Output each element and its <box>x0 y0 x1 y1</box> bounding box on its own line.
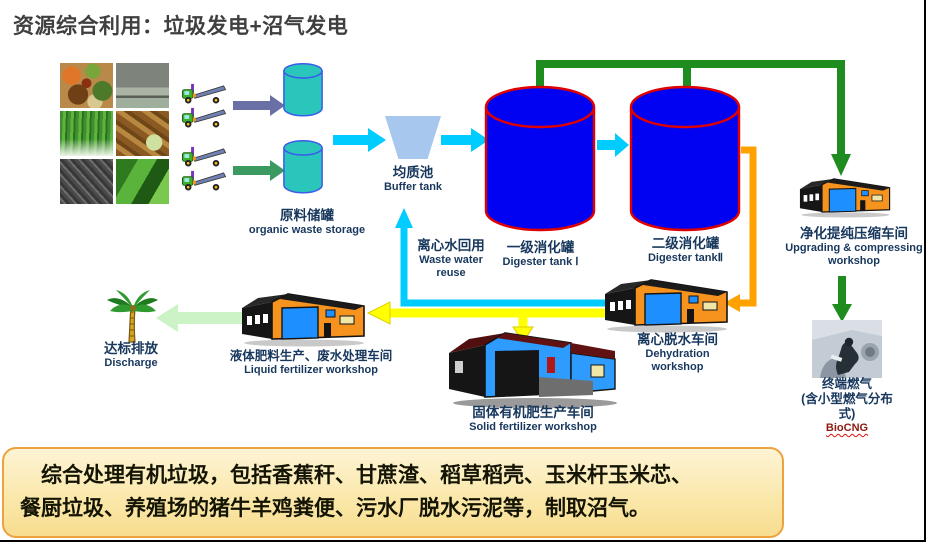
digester2-label: 二级消化罐 Digester tankⅡ <box>647 236 724 265</box>
dehydration-workshop-label: 离心脱水车间 Dehydration workshop <box>637 332 718 374</box>
dehydration-workshop-icon <box>605 279 728 333</box>
biocng-arrow <box>832 276 852 322</box>
summary-note-box: 综合处理有机垃圾，包括香蕉秆、甘蔗渣、稻草稻壳、玉米杆玉米芯、 餐厨垃圾、养殖场… <box>2 447 784 538</box>
food-waste-photo <box>60 63 113 108</box>
sludge-photo <box>60 159 113 204</box>
storage-tank-bottom <box>283 139 323 194</box>
truck-icon <box>181 170 227 191</box>
truck-icon <box>181 83 227 104</box>
banana-plant-photo <box>116 159 169 204</box>
page-title: 资源综合利用：垃圾发电+沼气发电 <box>13 15 349 38</box>
digester-tank-2-shape <box>629 85 741 232</box>
cng-fueling-photo <box>812 320 882 378</box>
digester1-to-digester2-arrow <box>597 133 629 157</box>
note-line-1: 综合处理有机垃圾，包括香蕉秆、甘蔗渣、稻草稻壳、玉米杆玉米芯、 <box>20 463 692 487</box>
truck-icon <box>181 146 227 167</box>
upgrading-workshop-icon <box>799 178 891 218</box>
digester1-label: 一级消化罐 Digester tank Ⅰ <box>502 240 579 269</box>
palm-tree-icon <box>107 290 158 343</box>
truck-to-storage-arrow-top <box>233 95 285 116</box>
note-line-2: 餐厨垃圾、养殖场的猪牛羊鸡粪便、污水厂脱水污泥等，制取沼气。 <box>20 495 650 520</box>
truck-to-storage-arrow-bottom <box>233 160 285 181</box>
biocng-label: 终端燃气 (含小型燃气分布 式) BioCNG <box>801 377 893 434</box>
waste-photos-grid <box>60 63 169 204</box>
grass-photo <box>60 111 113 156</box>
upgrading-workshop-label: 净化提纯压缩车间 Upgrading & compressing worksho… <box>785 226 923 268</box>
wastewater-reuse-label: 离心水回用 Waste water reuse <box>417 238 485 280</box>
buffer-tank-label: 均质池 Buffer tank <box>383 165 443 194</box>
liquid-fertilizer-workshop-label: 液体肥料生产、废水处理车间 Liquid fertilizer workshop <box>229 349 393 376</box>
liquid-fertilizer-workshop-icon <box>242 293 365 347</box>
discharge-label: 达标排放 Discharge <box>104 341 158 370</box>
livestock-barn-photo <box>116 63 169 108</box>
bagasse-photo <box>116 111 169 156</box>
solid-fertilizer-workshop-label: 固体有机肥生产车间 Solid fertilizer workshop <box>469 405 597 434</box>
storage-label: 原料储罐 organic waste storage <box>248 208 366 237</box>
buffer-to-digester1-arrow <box>441 128 489 152</box>
truck-icon <box>181 107 227 128</box>
buffer-tank-shape <box>385 116 441 159</box>
storage-to-buffer-arrow <box>333 128 386 152</box>
storage-tank-top <box>283 62 323 117</box>
discharge-arrow <box>156 304 243 332</box>
solid-fertilizer-workshop-icon <box>449 332 617 408</box>
digester-tank-1-shape <box>484 85 596 232</box>
